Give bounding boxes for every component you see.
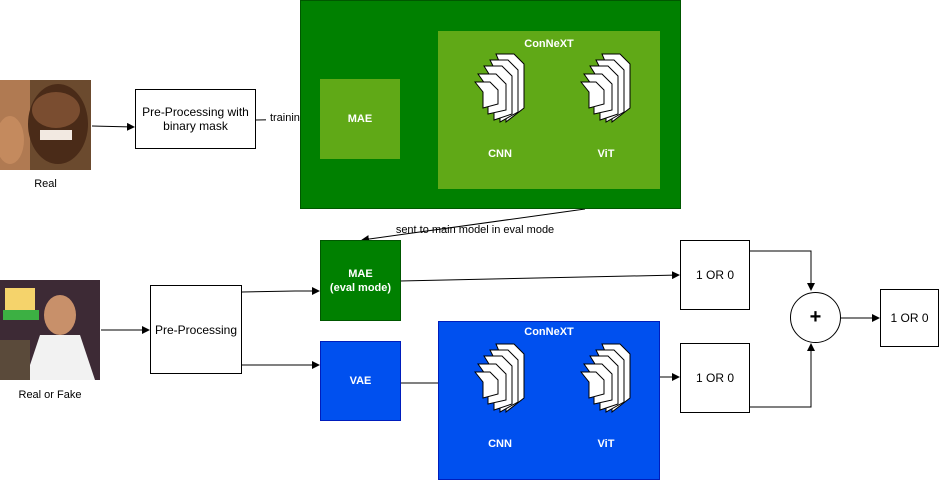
real-or-fake-label: Real or Fake xyxy=(18,389,82,401)
convnext-bottom-title: ConNeXT xyxy=(524,326,574,338)
training-label: training xyxy=(266,112,310,124)
mae-eval-box: MAE (eval mode) xyxy=(320,240,401,321)
cnn-top-label: CNN xyxy=(488,148,512,160)
arrow-output-bottom-to-plus xyxy=(750,343,815,408)
vit-top-layer-stack-icon xyxy=(580,53,631,124)
convnext-top-title: ConNeXT xyxy=(524,38,574,50)
arrow-mae-eval-to-output xyxy=(399,271,680,282)
arrow-preprocess-to-mae-eval xyxy=(241,287,320,295)
real-photo-image xyxy=(0,80,91,170)
arrow-sent-to-main xyxy=(361,208,586,243)
vit-bottom-layer-stack-icon xyxy=(580,343,631,414)
cnn-bottom-layer-stack-icon xyxy=(474,343,525,414)
input-photo-image xyxy=(0,280,100,380)
preprocess-mask-box: Pre-Processing with binary mask xyxy=(135,89,256,149)
vit-bottom-label: ViT xyxy=(597,438,615,450)
cnn-top-layer-stack-icon xyxy=(474,53,525,124)
arrow-photo-to-preprocess-mask xyxy=(91,122,135,131)
final-output-box: 1 OR 0 xyxy=(880,289,939,347)
vit-output-box: 1 OR 0 xyxy=(680,343,750,413)
plus-combine-node: + xyxy=(790,292,841,343)
mae-box: MAE xyxy=(320,79,400,159)
arrow-output-top-to-plus xyxy=(750,250,815,291)
real-label: Real xyxy=(34,178,57,190)
vit-top-label: ViT xyxy=(597,148,615,160)
sent-to-main-label: sent to main model in eval mode xyxy=(395,224,555,236)
vae-box: VAE xyxy=(320,341,401,421)
mae-output-box: 1 OR 0 xyxy=(680,240,750,310)
preprocess-box: Pre-Processing xyxy=(150,285,242,374)
cnn-bottom-label: CNN xyxy=(488,438,512,450)
